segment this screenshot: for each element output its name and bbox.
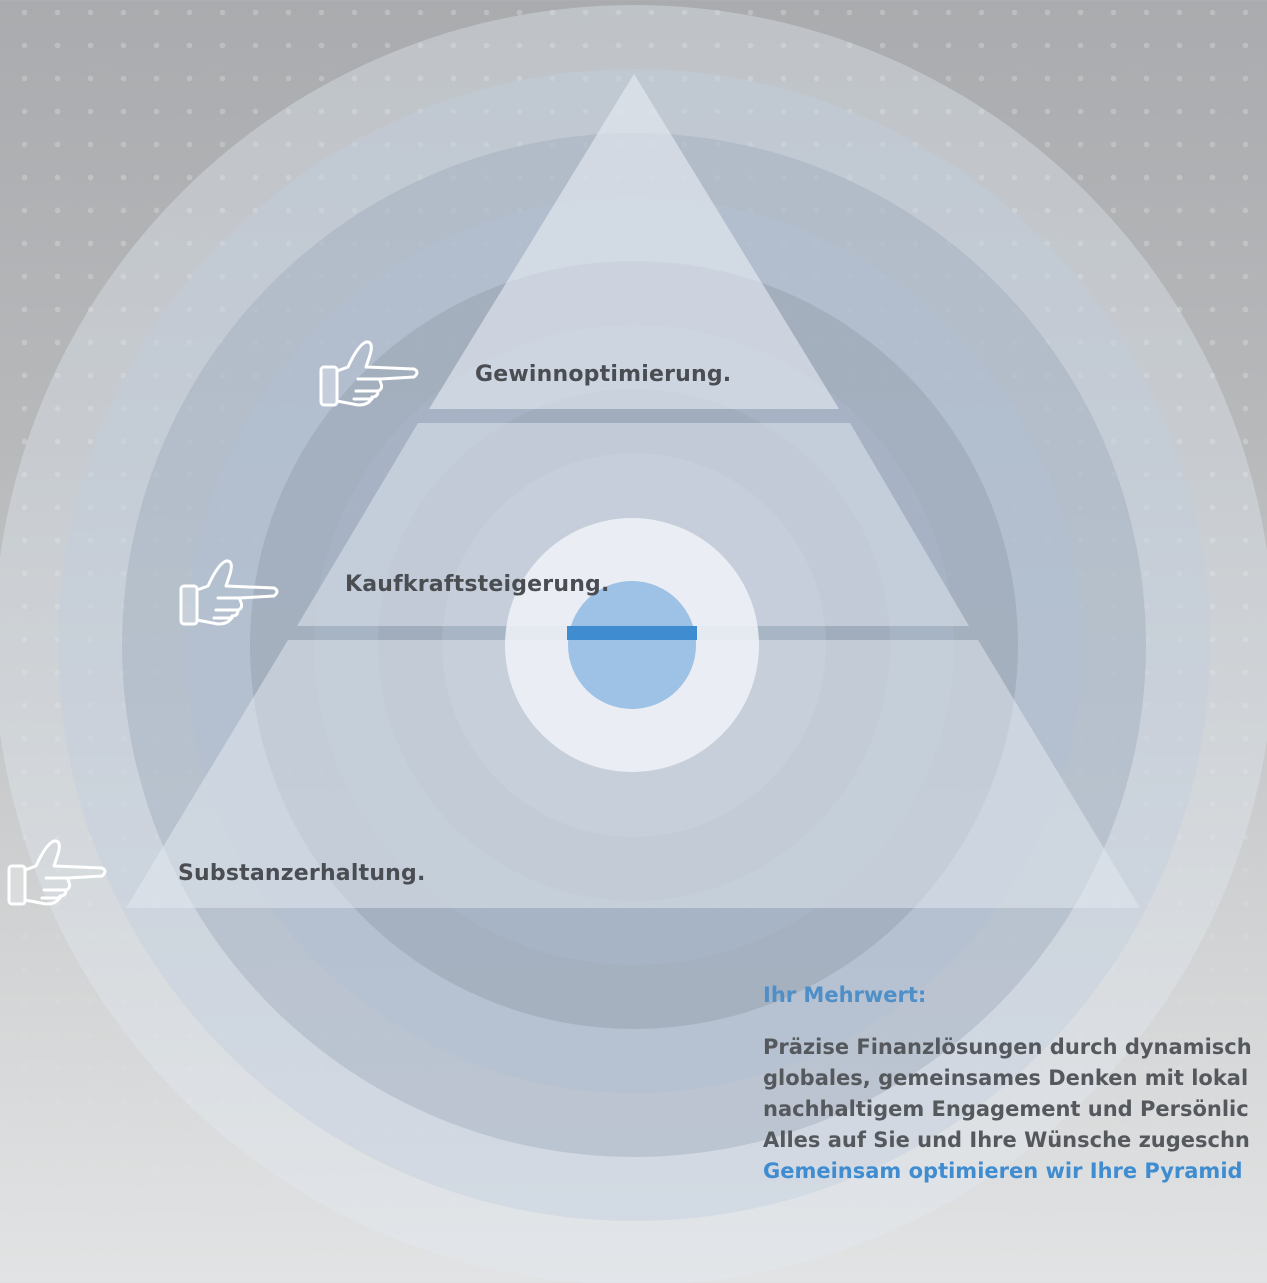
pyramid-tier-top: [429, 74, 839, 409]
pyramid-tier-bottom: [126, 640, 1140, 908]
center-blue-dot: [568, 581, 696, 709]
value-line: Alles auf Sie und Ihre Wünsche zugeschn: [763, 1128, 1250, 1152]
label-gewinnoptimierung: Gewinnoptimierung.: [475, 362, 732, 387]
pointing-hand-icon: [7, 839, 107, 906]
center-blue-band: [567, 626, 697, 640]
value-line: globales, gemeinsames Denken mit lokal: [763, 1066, 1249, 1090]
pointing-hand-icon: [319, 340, 419, 407]
label-substanzerhaltung: Substanzerhaltung.: [178, 861, 426, 886]
label-kaufkraftsteigerung: Kaufkraftsteigerung.: [345, 572, 610, 597]
value-heading: Ihr Mehrwert:: [763, 983, 927, 1007]
value-closing-line: Gemeinsam optimieren wir Ihre Pyramid: [763, 1159, 1243, 1183]
value-line: nachhaltigem Engagement und Persönlic: [763, 1097, 1249, 1121]
value-proposition: Ihr Mehrwert: Präzise Finanzlösungen dur…: [763, 980, 1267, 1187]
pointing-hand-icon: [179, 559, 279, 626]
value-line: Präzise Finanzlösungen durch dynamisch: [763, 1035, 1252, 1059]
center-target: [505, 518, 759, 772]
